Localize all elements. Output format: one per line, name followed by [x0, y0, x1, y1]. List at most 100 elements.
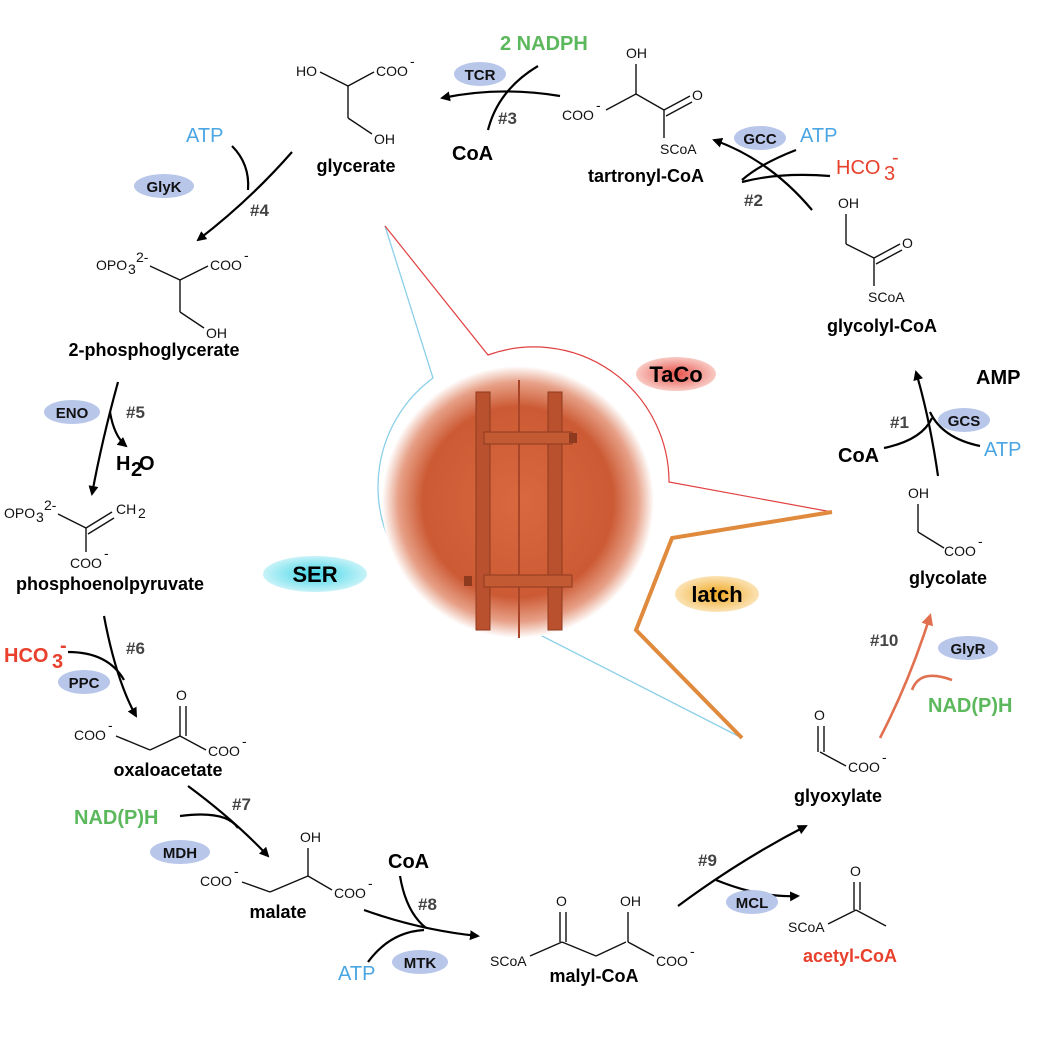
latch-label: latch [691, 582, 742, 607]
svg-text:COO: COO [208, 743, 240, 759]
step-9-label: #9 [698, 851, 717, 870]
svg-text:OH: OH [620, 893, 641, 909]
pep-structure: OPO 3 2- CH 2 COO - [4, 497, 146, 571]
svg-text:COO: COO [334, 885, 366, 901]
cofactor-atp-step4: ATP [186, 125, 223, 147]
ser-label: SER [292, 562, 337, 587]
step-6-label: #6 [126, 639, 145, 658]
compound-phosphoenolpyruvate: phosphoenolpyruvate [16, 574, 204, 594]
svg-text:GCC: GCC [743, 131, 777, 148]
svg-text:SCoA: SCoA [868, 289, 905, 305]
cofactor-hco3-step2: HCO 3 - [836, 147, 899, 185]
cofactor-coa-step8: CoA [388, 851, 429, 873]
cofactor-curve-step3 [486, 65, 539, 131]
svg-text:MTK: MTK [404, 955, 437, 972]
svg-text:-: - [596, 97, 601, 113]
svg-text:-: - [104, 545, 109, 561]
cofactor-hco3-step6: HCO 3 - [4, 635, 67, 673]
arrow-step9 [677, 825, 808, 907]
ser-badge: SER [263, 556, 367, 592]
enzyme-tcr: TCR [454, 62, 506, 86]
step-8-label: #8 [418, 895, 437, 914]
product-curve-step5 [108, 411, 128, 448]
oxaloacetate-structure: COO - O COO - [74, 687, 247, 759]
wooden-door-image [382, 366, 654, 638]
svg-text:-: - [410, 53, 415, 69]
compound-oxaloacetate: oxaloacetate [113, 760, 222, 780]
svg-text:COO: COO [210, 257, 242, 273]
svg-text:-: - [368, 875, 373, 891]
malate-structure: OH COO - COO - [200, 829, 373, 901]
step-5-label: #5 [126, 403, 145, 422]
svg-text:O: O [556, 893, 567, 909]
svg-text:OPO: OPO [4, 505, 35, 521]
taco-badge: TaCo [636, 357, 716, 391]
arrow-step5 [88, 381, 120, 496]
enzyme-mdh: MDH [150, 840, 210, 864]
svg-text:-: - [244, 247, 249, 263]
svg-text:TCR: TCR [465, 67, 496, 84]
svg-text:2: 2 [138, 505, 146, 521]
cofactor-coa-step1: CoA [838, 445, 879, 467]
svg-text:-: - [60, 635, 67, 657]
svg-text:OH: OH [626, 45, 647, 61]
cofactor-curve-step4 [231, 145, 250, 191]
enzyme-gcs: GCS [938, 408, 990, 432]
svg-text:COO: COO [200, 873, 232, 889]
svg-text:HO: HO [296, 63, 317, 79]
svg-text:3: 3 [128, 261, 136, 277]
step-1-label: #1 [890, 413, 909, 432]
svg-text:2-: 2- [44, 497, 57, 513]
cofactor-nadph-step10: NAD(P)H [928, 695, 1012, 717]
arrow-step4 [196, 151, 293, 242]
step-2-label: #2 [744, 191, 763, 210]
svg-text:H: H [116, 453, 130, 475]
taco-module-outline [384, 225, 833, 513]
taco-label: TaCo [649, 362, 702, 387]
svg-text:SCoA: SCoA [490, 953, 527, 969]
enzyme-glyk: GlyK [134, 174, 194, 198]
step-3-label: #3 [498, 109, 517, 128]
svg-text:O: O [814, 707, 825, 723]
compound-tartronyl-coa: tartronyl-CoA [588, 166, 704, 186]
compound-glyoxylate: glyoxylate [794, 786, 882, 806]
compound-glycolyl-coa: glycolyl-CoA [827, 316, 937, 336]
enzyme-eno: ENO [44, 400, 100, 424]
svg-text:O: O [850, 863, 861, 879]
arrow-step2 [712, 137, 813, 211]
phosphoglycerate-structure: OPO 3 2- COO - OH [96, 247, 249, 341]
step-4-label: #4 [250, 201, 269, 220]
svg-text:COO: COO [376, 63, 408, 79]
cofactor-curve-step1a [883, 417, 934, 450]
svg-text:OH: OH [300, 829, 321, 845]
svg-text:GlyR: GlyR [950, 641, 985, 658]
arrow-step8 [363, 908, 480, 941]
svg-text:-: - [882, 749, 887, 765]
svg-text:MDH: MDH [163, 845, 197, 862]
latch-module-outline [633, 510, 833, 740]
malyl-coa-structure: O SCoA OH COO - [490, 893, 695, 969]
cofactor-curve-step10 [910, 674, 953, 691]
latch-badge: latch [675, 576, 759, 612]
svg-text:COO: COO [944, 543, 976, 559]
glycerate-structure: HO COO - OH [296, 53, 415, 147]
svg-text:O: O [139, 453, 155, 475]
svg-text:COO: COO [562, 107, 594, 123]
svg-text:CH: CH [116, 501, 136, 517]
svg-text:2: 2 [131, 459, 142, 481]
cofactor-atp-step1: ATP [984, 439, 1021, 461]
cofactor-curve-step2b [741, 173, 831, 184]
svg-text:OH: OH [374, 131, 395, 147]
svg-text:OH: OH [908, 485, 929, 501]
svg-text:O: O [902, 235, 913, 251]
glycolyl-coa-structure: OH O SCoA [838, 195, 913, 305]
compound-malate: malate [249, 902, 306, 922]
svg-text:3: 3 [52, 651, 63, 673]
svg-text:GCS: GCS [948, 413, 981, 430]
cofactor-curve-step8b [367, 928, 425, 963]
svg-text:O: O [176, 687, 187, 703]
enzyme-mtk: MTK [392, 950, 448, 974]
svg-text:MCL: MCL [736, 895, 769, 912]
svg-text:SCoA: SCoA [788, 919, 825, 935]
